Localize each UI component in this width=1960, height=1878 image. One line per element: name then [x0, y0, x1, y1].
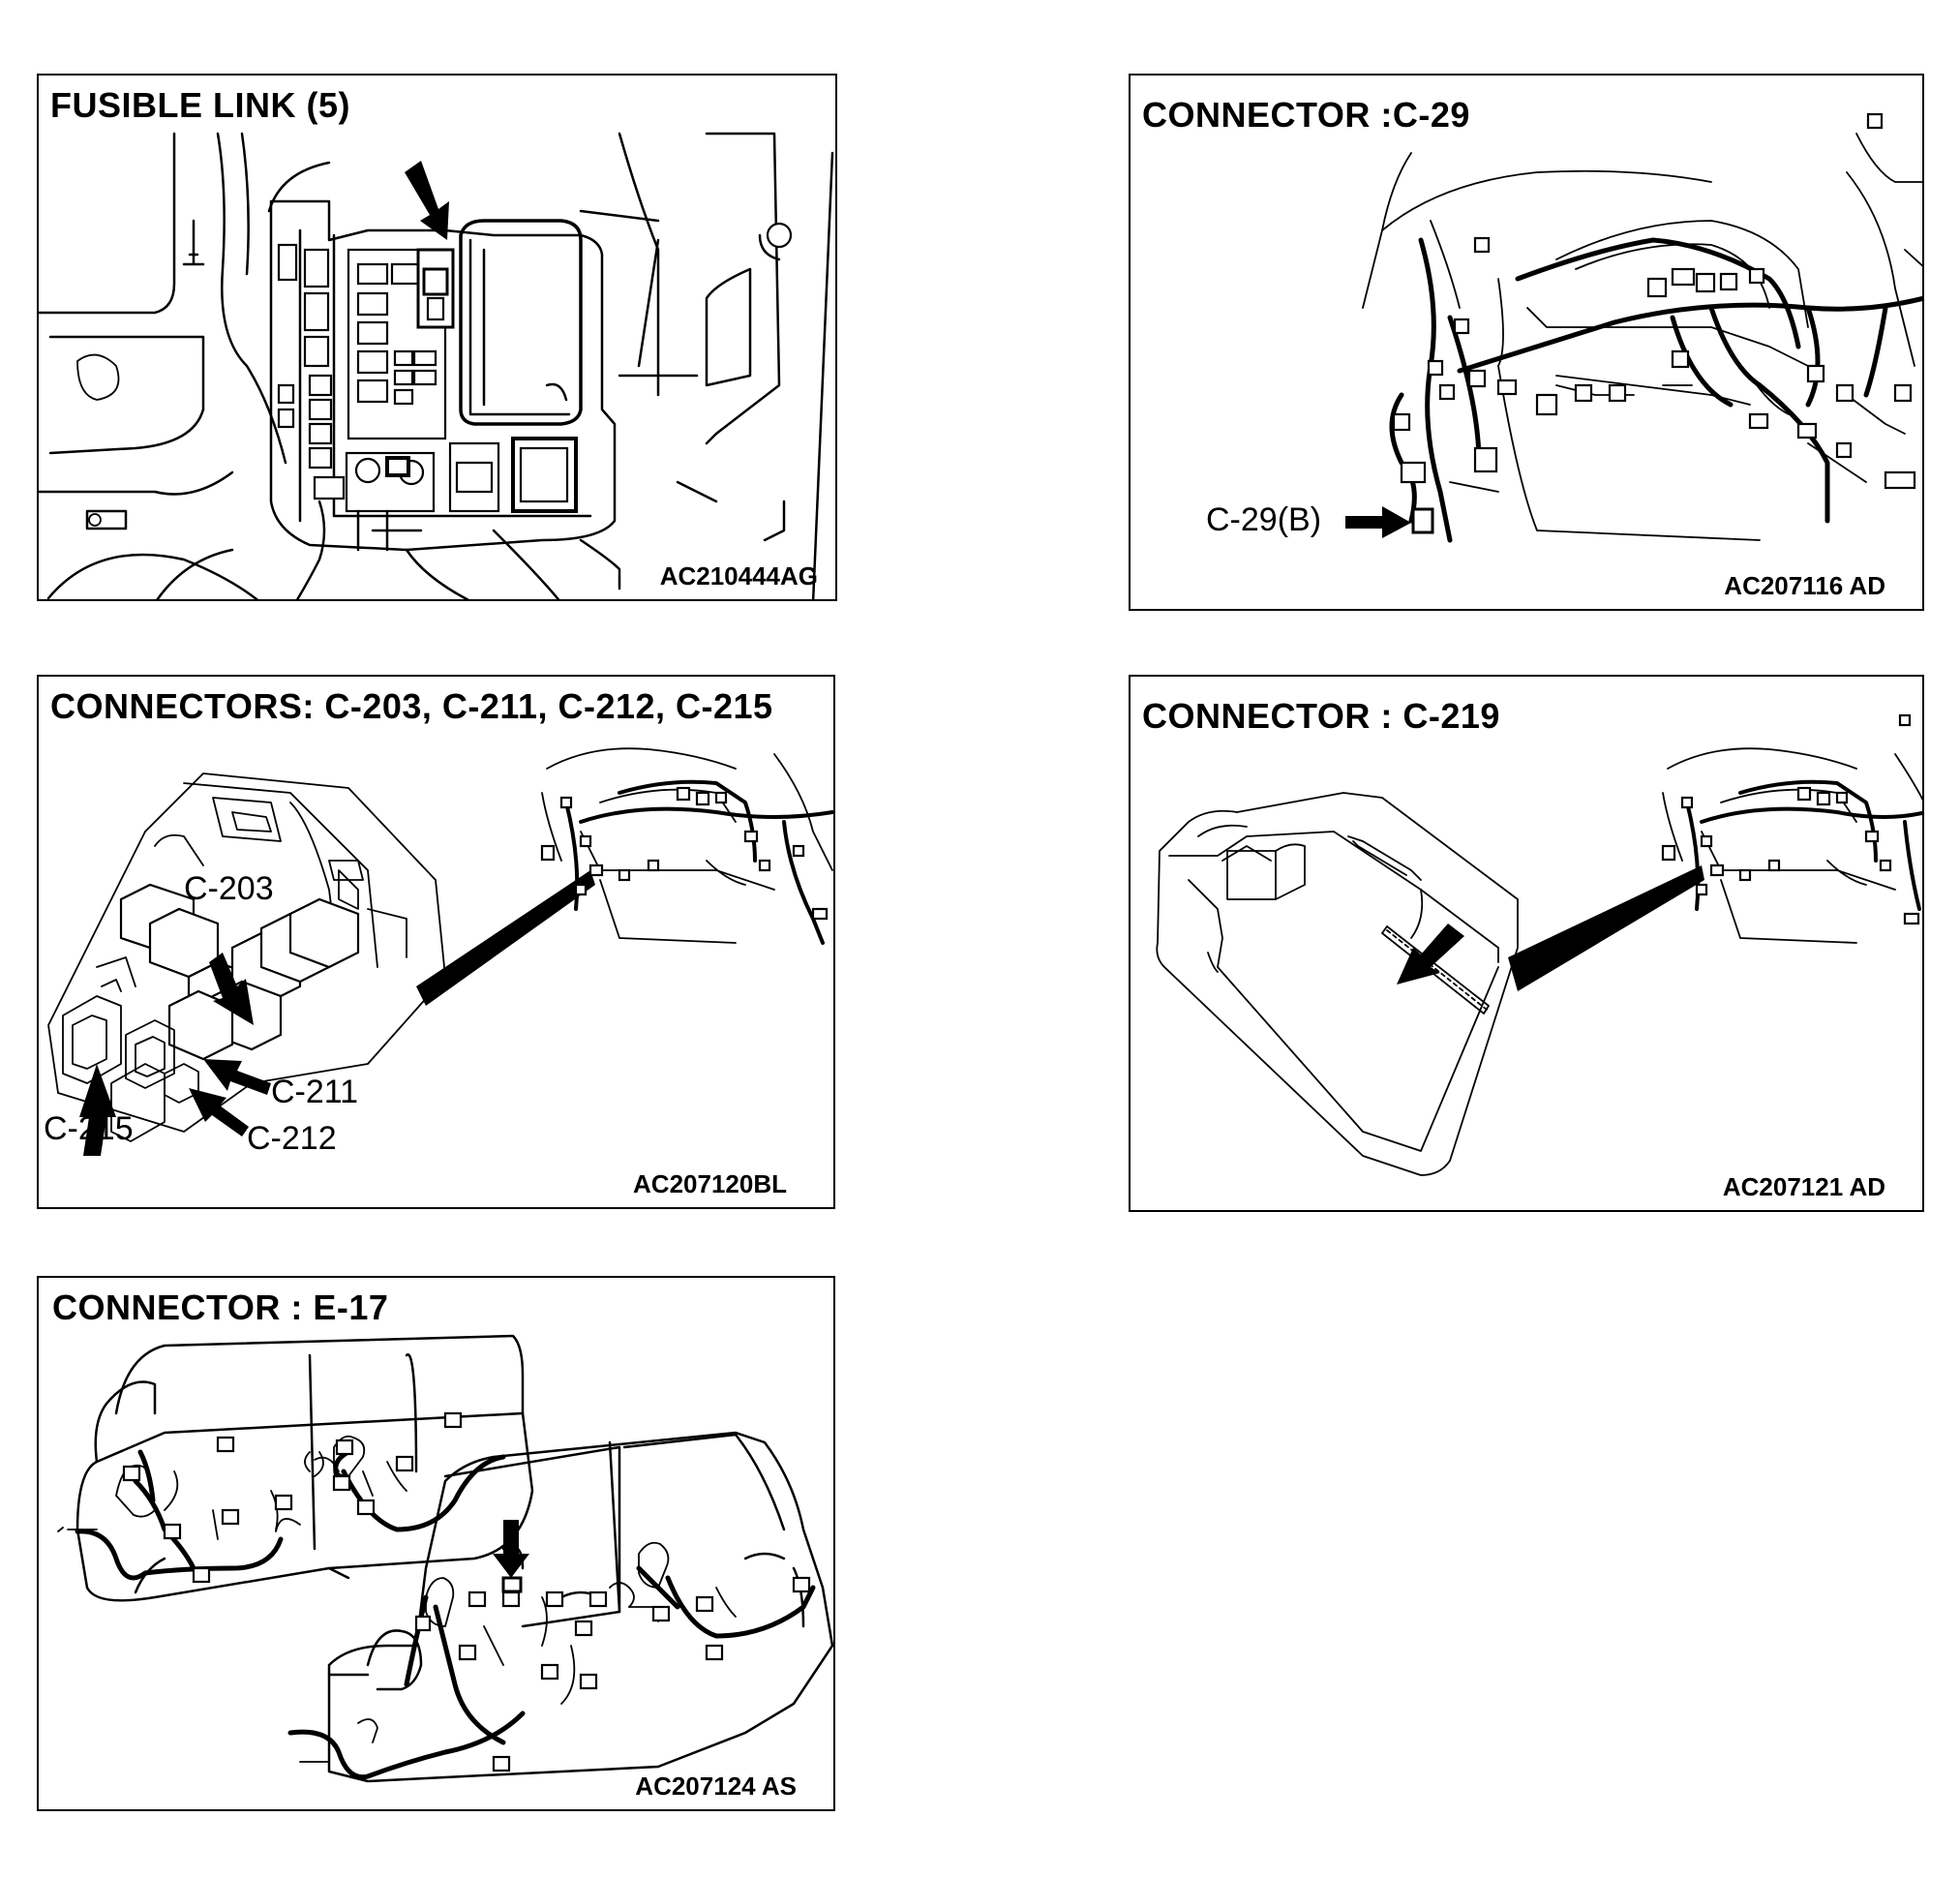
callout-c29b: C-29(B): [1206, 501, 1322, 538]
c29-dashboard-harness-illustration: [1345, 112, 1922, 543]
panel-code: AC210444AG: [659, 561, 818, 591]
panel-title: CONNECTOR : E-17: [52, 1287, 389, 1327]
panel-title: CONNECTOR :C-29: [1142, 95, 1470, 135]
panel-connector-e17: CONNECTOR : E-17: [37, 1276, 835, 1811]
callout-c215: C-215: [44, 1110, 134, 1147]
panel-code: AC207116 AD: [1724, 571, 1885, 600]
panel-fusible-link: FUSIBLE LINK (5): [37, 74, 837, 601]
panel-title: FUSIBLE LINK (5): [50, 85, 350, 125]
fusible-link-illustration: [39, 132, 834, 599]
panel-connector-c219: CONNECTOR : C-219: [1129, 675, 1924, 1212]
panel-title: CONNECTOR : C-219: [1142, 696, 1500, 736]
panel-code: AC207124 AS: [635, 1772, 797, 1801]
panel-connector-c29: CONNECTOR :C-29: [1129, 74, 1924, 611]
c219-module-illustration: [1156, 713, 1922, 1176]
e17-door-harness-illustration: [57, 1334, 833, 1783]
panel-title: CONNECTORS: C-203, C-211, C-212, C-215: [50, 686, 773, 726]
panel-connectors-c203-group: CONNECTORS: C-203, C-211, C-212, C-215: [37, 675, 835, 1209]
junction-block-illustration: [47, 747, 833, 1156]
callout-c203: C-203: [184, 870, 274, 907]
panel-code: AC207121 AD: [1722, 1172, 1885, 1201]
callout-c211: C-211: [271, 1074, 359, 1110]
panel-code: AC207120BL: [633, 1169, 787, 1198]
callout-c212: C-212: [247, 1120, 337, 1157]
